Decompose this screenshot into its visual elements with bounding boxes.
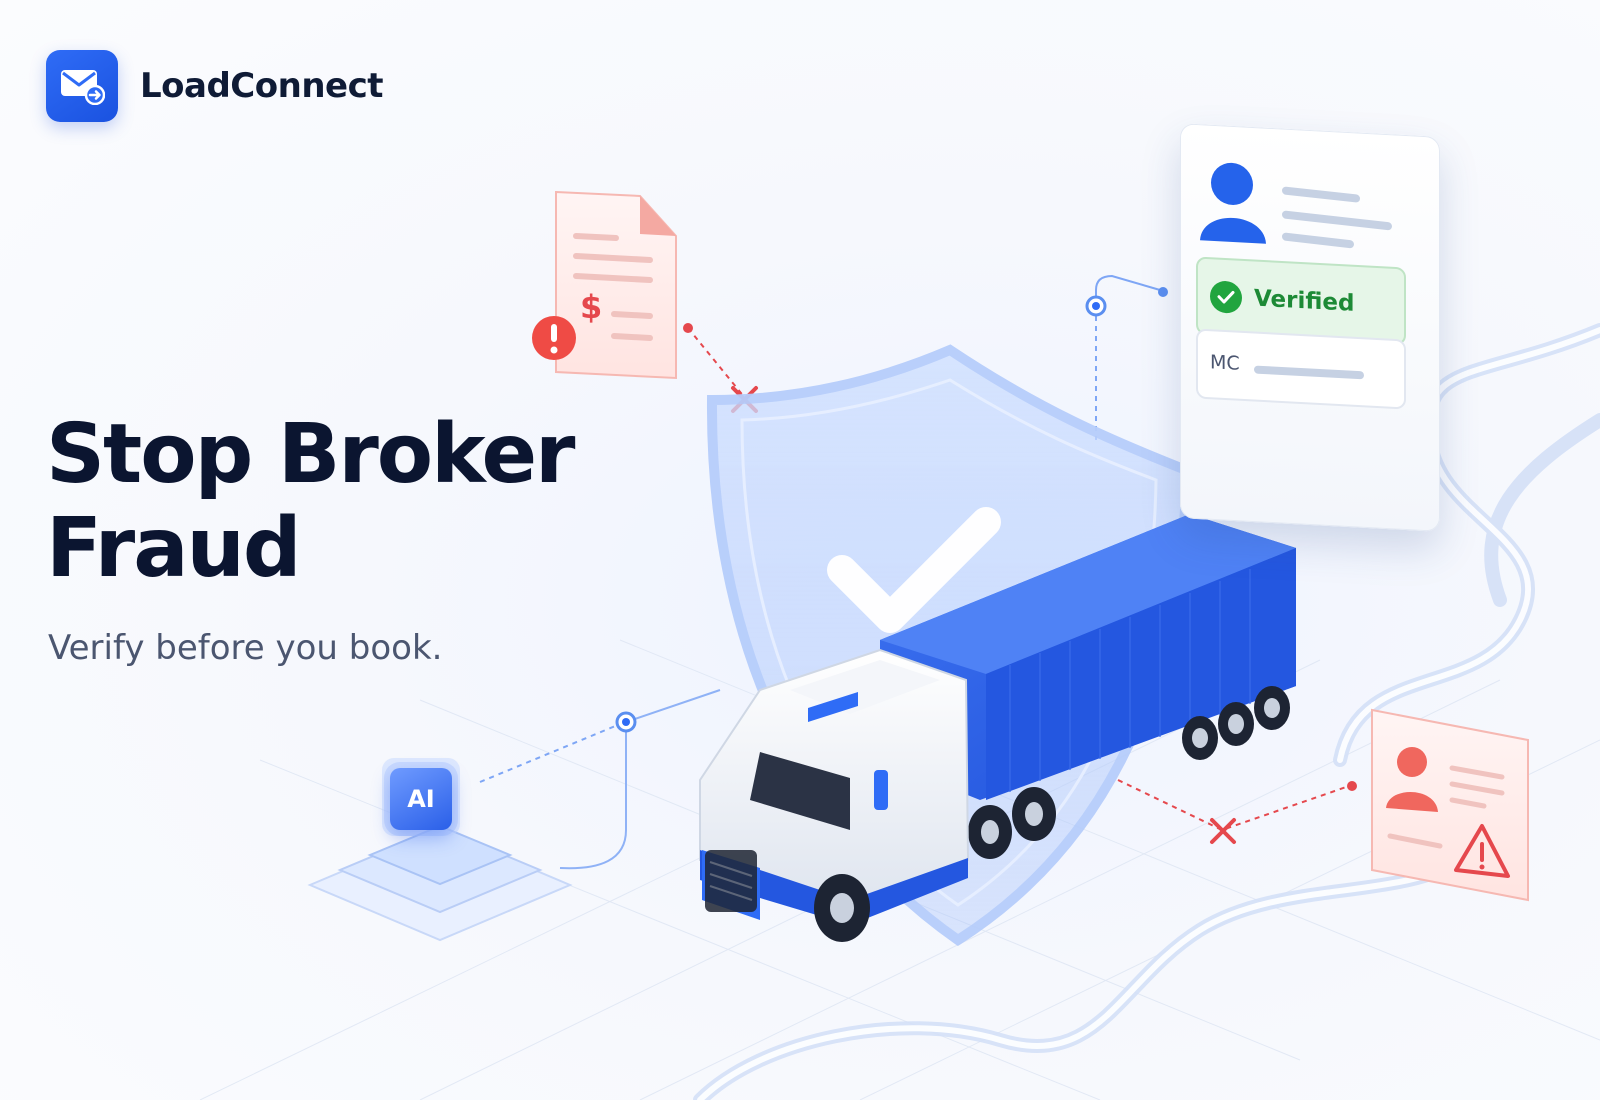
- headline-line-2: Fraud: [46, 501, 302, 596]
- svg-text:$: $: [580, 288, 602, 326]
- user-profile-icon: [1386, 747, 1438, 812]
- ai-chip-label: AI: [407, 785, 435, 813]
- route-lines-inner: [697, 327, 1600, 1100]
- invoice-dollar-icon: $: [555, 190, 677, 380]
- connector-node-core: [622, 718, 630, 726]
- verification-card: [1180, 123, 1440, 532]
- brand-name: LoadConnect: [140, 66, 384, 106]
- mc-value-placeholder: [1254, 365, 1364, 380]
- check-circle-icon: [1210, 280, 1242, 314]
- connector-node-core: [1092, 302, 1100, 310]
- ai-chip: AI: [390, 768, 452, 830]
- verified-label: Verified: [1254, 285, 1355, 317]
- brand[interactable]: LoadConnect: [46, 50, 384, 122]
- warning-triangle-icon: [1454, 824, 1510, 878]
- connector-node-small: [683, 323, 693, 333]
- mail-arrow-icon: [46, 50, 118, 122]
- x-mark-icon: [1210, 818, 1236, 844]
- truck-illustration: [699, 514, 1296, 942]
- exclamation-alert-icon: [532, 316, 576, 360]
- connector-lines: [479, 274, 1353, 870]
- hero-headline: Stop Broker Fraud: [46, 408, 606, 596]
- mc-label: MC: [1210, 351, 1240, 375]
- mc-number-field: MC: [1196, 328, 1406, 410]
- verified-badge: Verified: [1196, 256, 1406, 346]
- warning-profile-card: [1371, 708, 1529, 902]
- check-mark-icon: [827, 507, 1001, 633]
- user-profile-icon: [1200, 162, 1392, 249]
- hero-tagline: Verify before you book.: [48, 628, 443, 668]
- headline-line-1: Stop Broker: [46, 407, 575, 502]
- connector-node-small: [1347, 781, 1357, 791]
- connector-node-small: [1158, 287, 1168, 297]
